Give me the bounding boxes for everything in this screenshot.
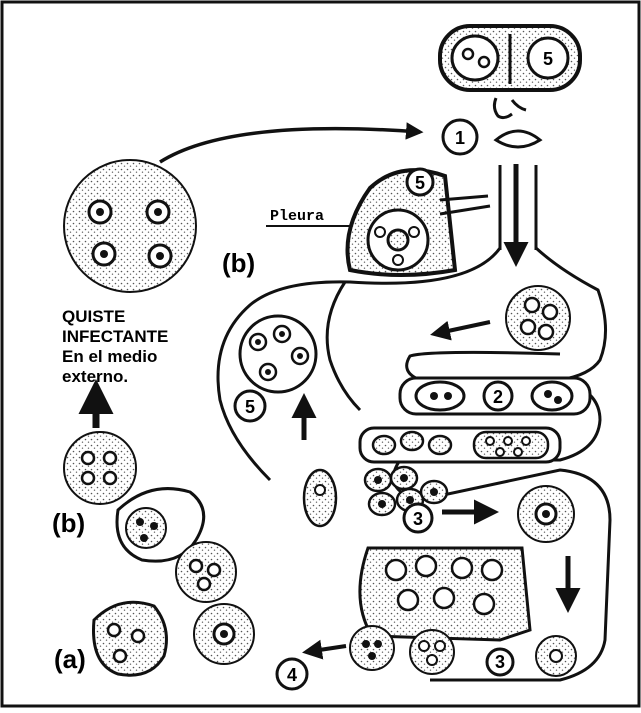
stage-5-top: 5 (543, 49, 553, 69)
stage-3-a: 3 (413, 509, 423, 529)
stage-2: 2 (493, 387, 503, 407)
label-a: (a) (54, 644, 86, 674)
arrow-stomach-left (434, 322, 490, 334)
amoeba-trophozoite (94, 602, 167, 675)
arrow-exit (306, 646, 346, 652)
label-cyst-line1: QUISTE (62, 307, 125, 326)
label-cyst-line3: En el medio (62, 347, 157, 366)
label-pleura: Pleura (270, 208, 324, 225)
stomach-cyst (506, 286, 570, 350)
stage-1: 1 (455, 128, 465, 148)
trophozoite-row (360, 428, 560, 462)
label-cyst-line2: INFECTANTE (62, 327, 168, 346)
stage-5-pleura: 5 (415, 173, 425, 193)
stage-4: 4 (287, 665, 297, 685)
label-cyst-line4: externo. (62, 367, 128, 386)
tissue-block (360, 548, 530, 640)
nose-mouth-icon (494, 98, 540, 147)
label-b-bottom: (b) (52, 508, 85, 538)
cyst-pair-bottom-left (176, 542, 254, 664)
intestinal-wall-cells (365, 467, 447, 515)
stage-3-b: 3 (495, 652, 505, 672)
colon-cyst (518, 486, 574, 542)
immature-cyst (64, 432, 136, 504)
infectant-cyst-large (64, 160, 196, 292)
lung-cyst (240, 316, 316, 392)
arrow-cyst-to-ingestion (160, 129, 420, 162)
top-cyst-pair (440, 26, 580, 90)
label-b-top: (b) (222, 248, 255, 278)
small-trophozoite (304, 470, 336, 526)
stage-5-left: 5 (245, 397, 255, 417)
